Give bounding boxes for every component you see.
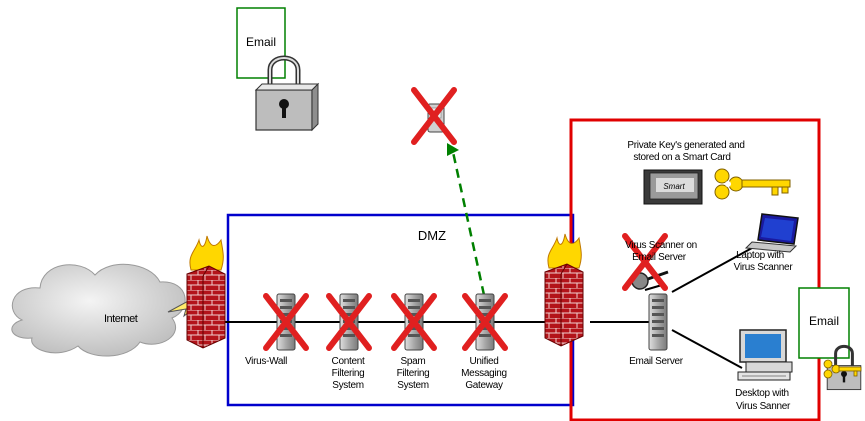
svg-text:Smart: Smart [663, 182, 685, 191]
email-right-label: Email [809, 314, 839, 328]
desktop-label-1: Desktop with [735, 388, 789, 399]
firewall-icon [187, 236, 225, 348]
laptop-icon [746, 214, 798, 252]
content-filtering-label-2: Filtering [332, 368, 365, 379]
internet-label: Internet [104, 313, 138, 325]
email-server-label: Email Server [629, 356, 684, 367]
server-icon [649, 294, 667, 350]
virus-scanner-label-2: Email Server [632, 252, 687, 263]
virus-scanner-label-1: Virus Scanner on [625, 240, 697, 251]
spam-filtering-label-3: System [397, 380, 429, 391]
firewall-icon [545, 234, 583, 346]
laptop-label-1: Laptop with [736, 250, 784, 261]
spam-filtering-label-2: Filtering [397, 368, 430, 379]
cloud-icon [12, 264, 185, 356]
unified-messaging-label-2: Messaging [461, 368, 507, 379]
email-top-label: Email [246, 35, 276, 49]
desktop-label-2: Virus Sanner [736, 401, 791, 412]
content-filtering-label-1: Content [332, 356, 365, 367]
dmz-label: DMZ [418, 228, 446, 243]
virus-wall-label: Virus-Wall [245, 356, 287, 367]
content-filtering-label-3: System [332, 380, 364, 391]
laptop-label-2: Virus Scanner [734, 262, 794, 273]
private-key-label-2: stored on a Smart Card [633, 152, 730, 163]
cross-mark-icon [414, 90, 454, 142]
unified-messaging-label-1: Unified [469, 356, 498, 367]
desktop-icon [738, 330, 792, 380]
key-icon [715, 169, 790, 199]
spam-filtering-label-1: Spam [401, 356, 426, 367]
dashed-arrow [447, 143, 484, 295]
private-key-label-1: Private Key's generated and [627, 140, 744, 151]
unified-messaging-label-3: Gateway [465, 380, 503, 391]
smart-card-icon: Smart [644, 170, 702, 204]
